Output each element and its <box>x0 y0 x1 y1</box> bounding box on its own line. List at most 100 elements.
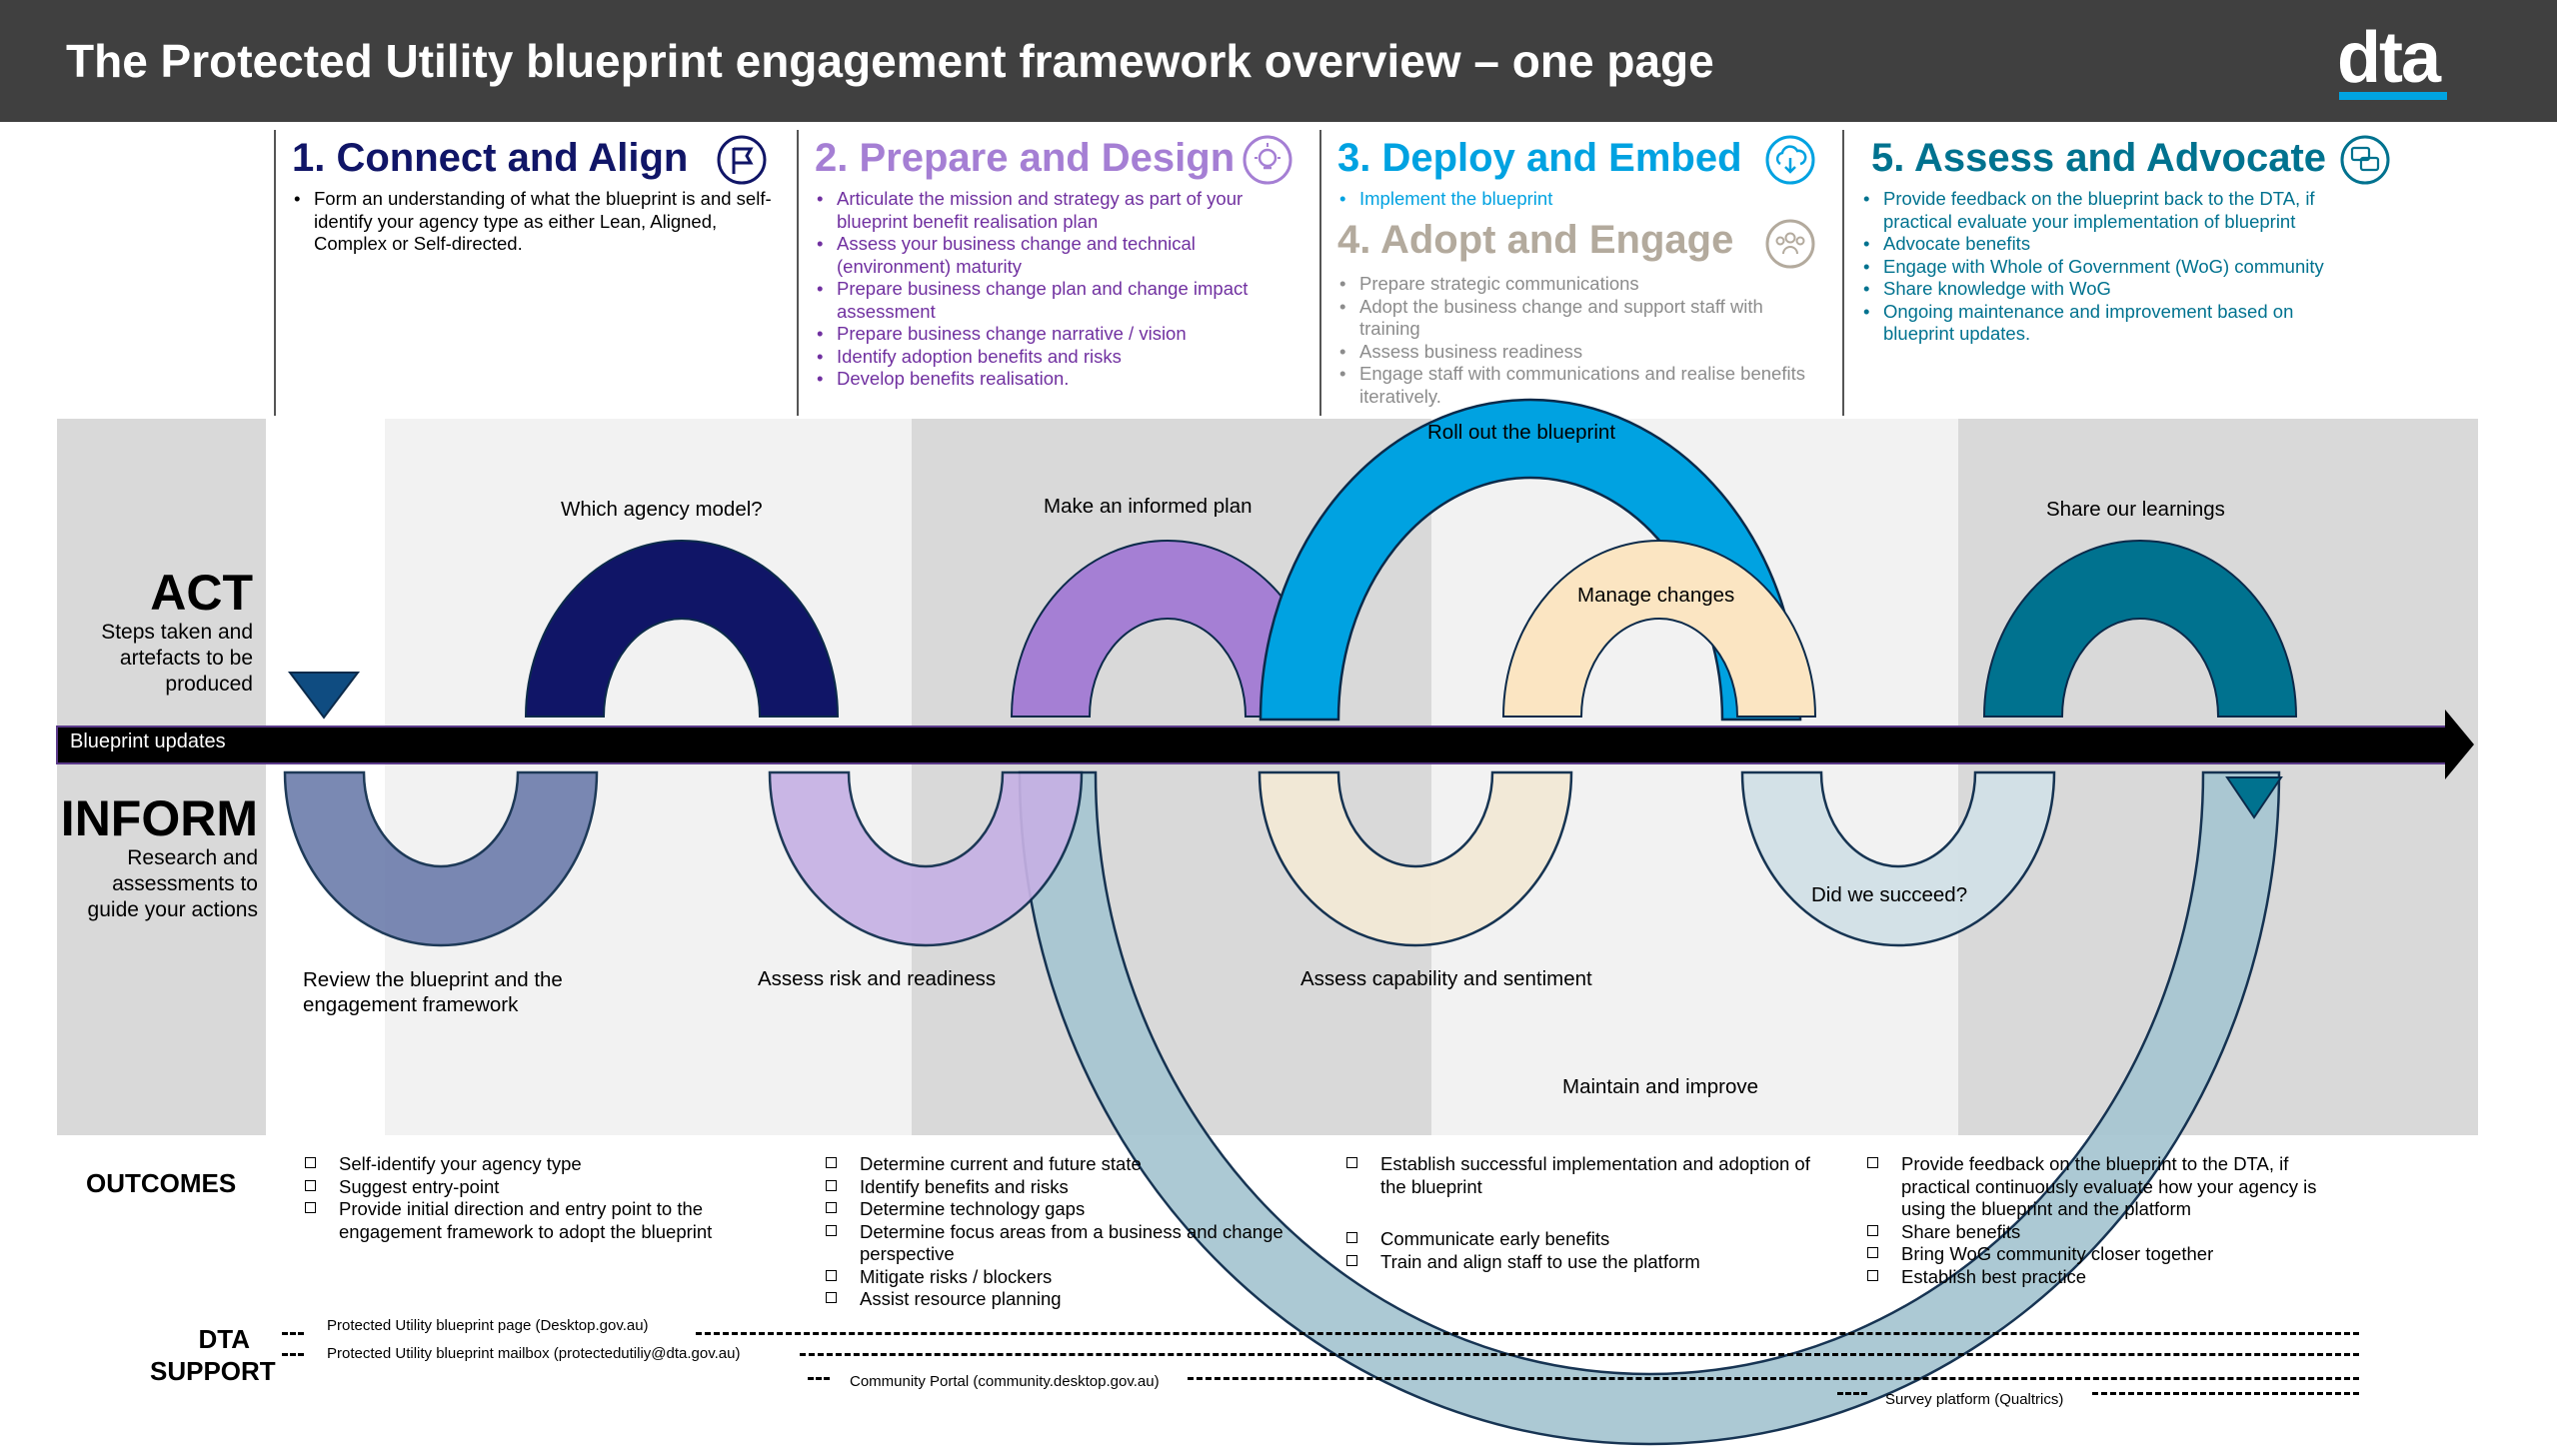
outcomes-col-3b: Communicate early benefits Train and ali… <box>1344 1228 1824 1273</box>
support-dash <box>808 1377 830 1380</box>
manage-changes-arc <box>1501 540 1817 718</box>
checkbox-icon <box>1867 1224 1878 1236</box>
checkbox-icon <box>305 1202 316 1213</box>
people-icon <box>1765 219 1815 269</box>
dta-logo: dta <box>2337 18 2441 98</box>
support-item: Community Portal (community.desktop.gov.… <box>850 1373 1160 1390</box>
logo-underline <box>2339 92 2447 100</box>
support-dash <box>1837 1392 1867 1395</box>
inform-title: INFORM <box>60 790 258 846</box>
phase-divider <box>274 130 276 416</box>
inform-step-label: Assess risk and readiness <box>758 967 997 990</box>
checkbox-icon <box>1346 1232 1357 1243</box>
timeline-bar <box>56 726 2455 764</box>
checkbox-icon <box>1867 1247 1878 1258</box>
checkbox-icon <box>826 1157 837 1168</box>
list-item: Provide initial direction and entry poin… <box>303 1198 743 1243</box>
inform-step-label: Maintain and improve <box>1562 1075 1758 1098</box>
checkbox-icon <box>305 1179 316 1191</box>
list-item: Determine current and future state <box>824 1153 1323 1176</box>
timeline-label: Blueprint updates <box>70 730 226 752</box>
did-we-succeed-arc <box>1740 770 2056 947</box>
act-description: Steps taken and artefacts to be produced <box>101 621 253 696</box>
outcomes-col-4: Provide feedback on the blueprint to the… <box>1865 1153 2345 1288</box>
phase-1-title: 1. Connect and Align <box>292 136 689 180</box>
act-step-label: Which agency model? <box>561 498 763 521</box>
list-item: Assess business readiness <box>1337 341 1807 364</box>
phase-2-title: 2. Prepare and Design <box>815 136 1236 180</box>
list-item: Prepare business change narrative / visi… <box>815 323 1284 346</box>
checkbox-icon <box>826 1269 837 1281</box>
list-item: Assess your business change and technica… <box>815 233 1284 278</box>
list-item: Engage with Whole of Government (WoG) co… <box>1861 256 2351 279</box>
list-item: Share knowledge with WoG <box>1861 278 2351 301</box>
list-item: Develop benefits realisation. <box>815 368 1284 391</box>
phase-divider <box>1842 130 1844 416</box>
inform-description: Research and assessments to guide your a… <box>87 846 258 921</box>
list-item: Form an understanding of what the bluepr… <box>292 188 782 256</box>
page-title: The Protected Utility blueprint engageme… <box>66 35 1714 87</box>
support-dash <box>800 1353 2359 1356</box>
checkbox-icon <box>1867 1269 1878 1281</box>
timeline-arrowhead <box>2445 710 2474 779</box>
list-item: Establish best practice <box>1865 1266 2345 1289</box>
checkbox-icon <box>826 1292 837 1303</box>
checkbox-icon <box>826 1202 837 1213</box>
inform-step-label: Assess capability and sentiment <box>1300 967 1592 990</box>
assess-risk-arc <box>768 770 1084 947</box>
flag-icon <box>717 135 767 185</box>
support-dash <box>696 1332 2359 1335</box>
list-item: Assist resource planning <box>824 1288 1323 1311</box>
chat-icon <box>2340 135 2390 185</box>
phase-4-list: Prepare strategic communications Adopt t… <box>1337 273 1807 408</box>
list-item: Identify adoption benefits and risks <box>815 346 1284 369</box>
act-step-label: Make an informed plan <box>1044 495 1253 518</box>
list-item: Train and align staff to use the platfor… <box>1344 1251 1824 1274</box>
inform-step-label: Review the blueprint and the engagement … <box>303 968 563 1016</box>
phase-1-list: Form an understanding of what the bluepr… <box>292 188 782 256</box>
phase-3-list: Implement the blueprint <box>1337 188 1817 211</box>
maintain-improve-arc <box>1018 770 2281 1446</box>
list-item: Ongoing maintenance and improvement base… <box>1861 301 2351 346</box>
phase-divider <box>797 130 799 416</box>
act-step-label: Manage changes <box>1577 584 1735 607</box>
list-item: Identify benefits and risks <box>824 1176 1323 1199</box>
list-item: Prepare strategic communications <box>1337 273 1807 296</box>
checkbox-icon <box>826 1179 837 1191</box>
list-item: Provide feedback on the blueprint back t… <box>1861 188 2351 233</box>
share-learnings-arc <box>1982 540 2298 718</box>
outcomes-col-2: Determine current and future state Ident… <box>824 1153 1323 1311</box>
list-item: Communicate early benefits <box>1344 1228 1824 1251</box>
support-label: DTA SUPPORT <box>150 1323 276 1387</box>
phase-5-title: 5. Assess and Advocate <box>1871 136 2327 180</box>
list-item: Provide feedback on the blueprint to the… <box>1865 1153 2345 1221</box>
which-agency-arc <box>524 540 840 718</box>
list-item: Self-identify your agency type <box>303 1153 743 1176</box>
end-marker <box>2225 776 2283 819</box>
support-item: Protected Utility blueprint page (Deskto… <box>327 1317 649 1334</box>
list-item: Advocate benefits <box>1861 233 2351 256</box>
support-item: Protected Utility blueprint mailbox (pro… <box>327 1345 741 1362</box>
list-item: Adopt the business change and support st… <box>1337 296 1807 341</box>
phase-5-list: Provide feedback on the blueprint back t… <box>1861 188 2351 346</box>
phase-2-list: Articulate the mission and strategy as p… <box>815 188 1284 391</box>
phase-3-title: 3. Deploy and Embed <box>1337 136 1742 180</box>
outcomes-col-1: Self-identify your agency type Suggest e… <box>303 1153 743 1243</box>
lightbulb-icon <box>1243 135 1292 185</box>
outcomes-label: OUTCOMES <box>86 1168 237 1198</box>
list-item: Prepare business change plan and change … <box>815 278 1284 323</box>
act-title: ACT <box>150 565 253 621</box>
checkbox-icon <box>305 1157 316 1168</box>
start-marker <box>287 672 361 720</box>
support-dash <box>1188 1377 2359 1380</box>
assess-capability-arc <box>1258 770 1573 947</box>
side-label-band <box>57 419 266 1135</box>
checkbox-icon <box>1346 1254 1357 1266</box>
list-item: Share benefits <box>1865 1221 2345 1244</box>
list-item: Engage staff with communications and rea… <box>1337 363 1807 408</box>
phase-4-title: 4. Adopt and Engage <box>1337 218 1734 262</box>
header-bar <box>0 0 2557 122</box>
list-item: Implement the blueprint <box>1337 188 1817 211</box>
outcomes-col-3a: Establish successful implementation and … <box>1344 1153 1824 1198</box>
